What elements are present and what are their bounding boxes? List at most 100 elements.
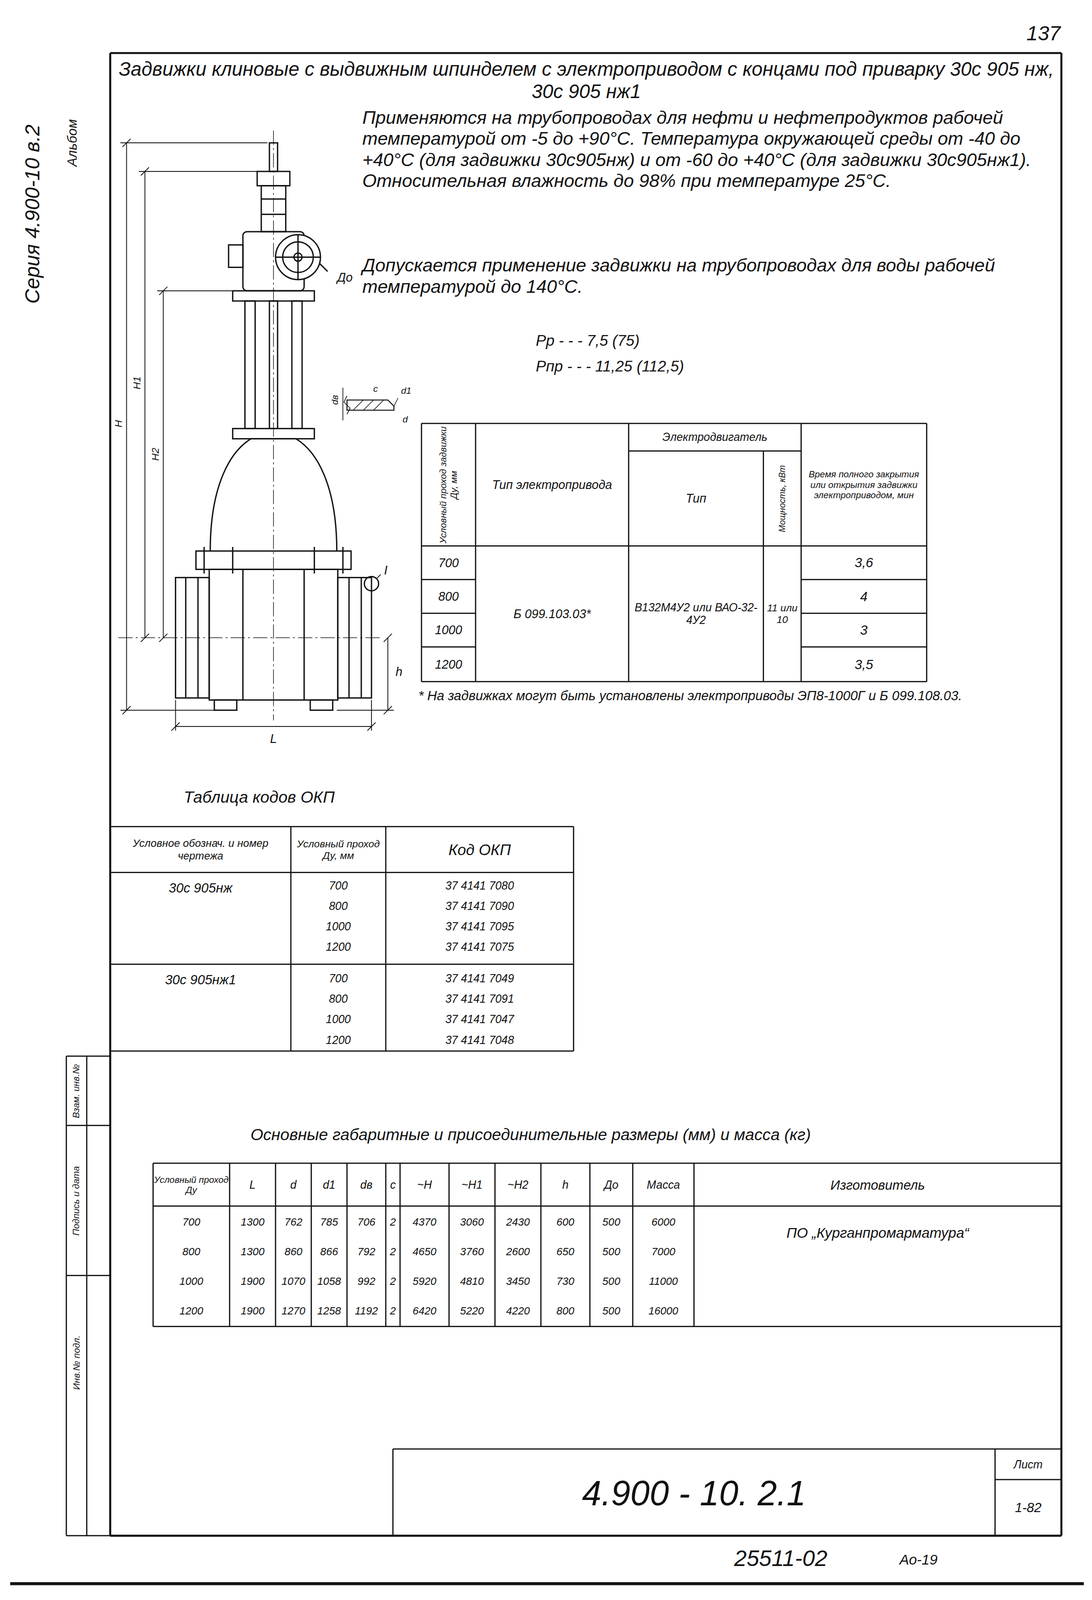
valve-drawing	[261, 198, 286, 200]
table-header: Изготовитель	[830, 1177, 925, 1193]
table-cell-box: 785	[311, 1207, 348, 1238]
table-cell-box: 762	[275, 1207, 312, 1238]
table-cell: 6000	[651, 1215, 676, 1228]
table-cell-box: 730	[540, 1266, 590, 1296]
table-rule	[66, 1055, 111, 1058]
dimension-lines	[120, 142, 268, 144]
table-header: Код ОКП	[448, 840, 511, 859]
valve-drawing	[342, 546, 344, 574]
table-rule	[109, 52, 112, 1536]
table-header-box: Код ОКП	[386, 826, 574, 874]
valve-drawing	[360, 577, 363, 698]
table-cell-box: 4370	[400, 1207, 450, 1238]
table-cell: 4810	[460, 1275, 485, 1288]
table-cell-box: 1000	[421, 613, 476, 647]
table-cell-box: ПО „Курганпромарматура“	[693, 1210, 1062, 1256]
table-cell: 762	[284, 1215, 303, 1228]
dimension-lines	[120, 138, 394, 731]
series-label-box: Серия 4.900-10 в.2	[12, 61, 53, 368]
valve-drawing	[214, 700, 237, 711]
table-rule	[66, 1125, 111, 1127]
table-cell-box: 2	[386, 1236, 401, 1267]
dimension-label-box: d	[398, 412, 413, 427]
table-header-box: Масса	[632, 1163, 694, 1207]
table-cell: 4	[860, 588, 868, 605]
table-rule	[448, 1163, 451, 1327]
table-header-box: ~H	[400, 1163, 450, 1207]
table-cell-box: 500	[589, 1295, 633, 1326]
table-cell: 1000	[325, 1012, 351, 1026]
table-cell-box: 1000	[290, 916, 386, 937]
table-rule	[474, 423, 477, 682]
table-cell: 500	[602, 1304, 621, 1317]
table-cell: 37 4141 7080	[445, 879, 514, 893]
pressure-value-box: Рпр - - - 11,25 (112,5)	[535, 357, 801, 382]
table-rule	[994, 1478, 1062, 1481]
sheet-number-box: 1-82	[994, 1481, 1062, 1533]
table-rule	[290, 826, 292, 1051]
table-cell: ПО „Курганпромарматура“	[786, 1224, 970, 1242]
valve-drawing	[118, 637, 382, 639]
dimension-label-box: H1	[130, 367, 143, 399]
stamp-label-box: Инв.№ подл.	[66, 1275, 87, 1449]
table-cell-box: 700	[290, 875, 386, 896]
table-rule	[10, 1581, 1084, 1585]
table-cell: 730	[556, 1275, 575, 1288]
table-header: dв	[360, 1178, 373, 1192]
table-cell-box: 37 4141 7047	[386, 1009, 574, 1030]
table-cell-box: 5220	[449, 1295, 496, 1326]
table-cell-box: 860	[275, 1236, 312, 1267]
table-rule	[494, 1163, 496, 1327]
table-header-box: ~H1	[449, 1163, 496, 1207]
dimension-lines	[120, 709, 215, 711]
table-header-box: Условный проход Ду, мм	[290, 826, 386, 874]
table-header: Масса	[646, 1178, 680, 1192]
table-header: Время полного закрытия или открытия задв…	[801, 469, 927, 501]
table-rule	[310, 1163, 313, 1327]
table-header: Условный проход Ду, мм	[290, 838, 386, 862]
dimension-lines	[122, 138, 131, 148]
table-rule	[693, 1163, 695, 1327]
table-header-box: dв	[347, 1163, 387, 1207]
table-header: d1	[322, 1178, 336, 1192]
table-cell: 800	[328, 899, 348, 913]
valve-drawing	[348, 577, 350, 698]
callout-number: I	[384, 563, 388, 578]
dimension-label-box: dв	[328, 386, 341, 415]
table-rule	[628, 450, 802, 453]
table-cell: 700	[328, 972, 348, 986]
table-header-box: Мощность, кВт	[763, 451, 802, 546]
valve-drawing	[337, 577, 372, 698]
valve-drawing	[376, 574, 381, 579]
dimension-lines	[144, 171, 146, 638]
table-rule	[421, 680, 927, 683]
table-cell: 1058	[317, 1275, 341, 1288]
table-cell-box: 6420	[400, 1295, 450, 1326]
table-header: Мощность, кВт	[777, 465, 788, 533]
table-cell-box: 1270	[275, 1295, 312, 1326]
dimension-lines	[175, 725, 372, 727]
table-cell: 600	[556, 1215, 575, 1228]
table-cell-box: 600	[540, 1207, 590, 1238]
table-cell: 6420	[412, 1304, 437, 1317]
table-cell: 1000	[325, 920, 351, 934]
table-cell: 11 или 10	[763, 602, 802, 626]
table-rule	[65, 1056, 68, 1536]
dimension-lines	[159, 286, 168, 295]
description-text: Применяются на трубопроводах для нефти и…	[362, 107, 1057, 192]
sheet-designation-box: 4.900 - 10. 2.1	[398, 1462, 991, 1524]
table-cell: 3060	[460, 1215, 485, 1228]
valve-drawing	[319, 263, 328, 272]
table-header: Тип	[685, 491, 706, 506]
table-rule	[274, 1163, 277, 1327]
pressure-value-box: Рр - - - 7,5 (75)	[535, 331, 801, 356]
table-rule	[421, 612, 476, 615]
valve-drawing	[261, 185, 286, 232]
table-cell-box: 3060	[449, 1207, 496, 1238]
table-header: ~H	[417, 1178, 432, 1192]
table-cell: 4370	[412, 1215, 437, 1228]
table-cell: 3760	[460, 1245, 485, 1258]
table-header-box: Дo	[589, 1163, 633, 1207]
dimension-lines	[383, 705, 392, 715]
table-cell: 785	[319, 1215, 338, 1228]
